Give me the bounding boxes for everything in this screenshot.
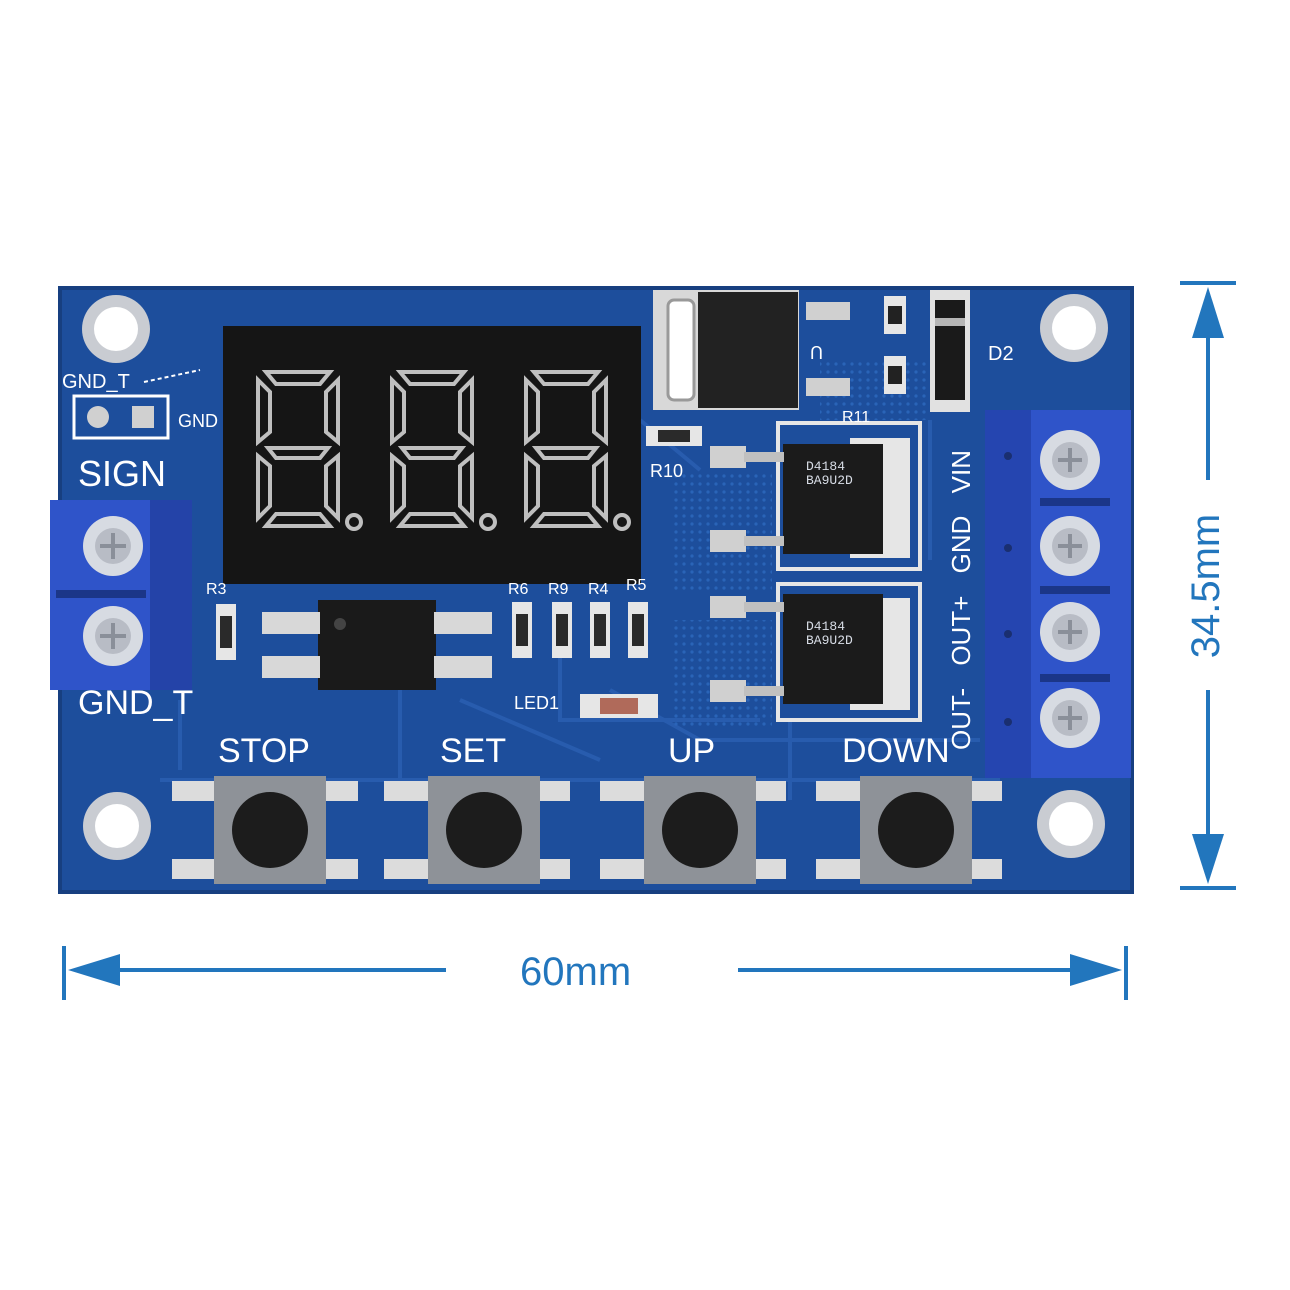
- label-stop: STOP: [218, 732, 310, 770]
- mosfet-upper: [710, 421, 922, 571]
- label-led1: LED1: [514, 693, 560, 713]
- label-d2: D2: [988, 343, 1014, 365]
- label-r11: R11: [842, 409, 871, 426]
- voltage-regulator: [653, 290, 850, 410]
- label-down: DOWN: [842, 732, 950, 770]
- label-gnd-side: GND: [178, 411, 218, 431]
- width-dimension-label: 60mm: [520, 950, 632, 994]
- output-terminal-block: [985, 410, 1131, 778]
- tactile-switches: [172, 776, 1002, 884]
- label-gnd: GND: [946, 515, 976, 574]
- label-sign: SIGN: [78, 453, 167, 494]
- input-terminal-block: [50, 500, 192, 690]
- mosfet-lower: [710, 582, 922, 722]
- label-set: SET: [440, 732, 507, 770]
- label-gnd-t-bottom: GND_T: [78, 684, 194, 722]
- label-out-minus: OUT-: [946, 687, 976, 750]
- label-vin: VIN: [946, 450, 976, 494]
- label-r6: R6: [508, 581, 529, 598]
- optocoupler: [262, 600, 492, 690]
- label-out-plus: OUT+: [946, 595, 976, 666]
- seven-segment-display: [223, 326, 641, 584]
- smd-resistors: [216, 426, 702, 660]
- label-r9: R9: [548, 581, 569, 598]
- label-r3: R3: [206, 581, 227, 598]
- label-up: UP: [668, 732, 716, 770]
- label-u: U: [810, 342, 823, 362]
- label-r10: R10: [650, 461, 684, 481]
- mosfet-lower-marking: D4184 BA9U2D: [806, 619, 853, 649]
- height-dimension-label: 34.5mm: [1184, 513, 1228, 659]
- label-r4: R4: [588, 581, 609, 598]
- mounting-holes: [82, 294, 1108, 860]
- display-segments: [256, 370, 631, 531]
- dimension-lines: [62, 281, 1236, 1000]
- label-gnd-t-top: GND_T: [62, 371, 130, 393]
- mosfet-upper-marking: D4184 BA9U2D: [806, 459, 853, 489]
- label-r5: R5: [626, 577, 647, 594]
